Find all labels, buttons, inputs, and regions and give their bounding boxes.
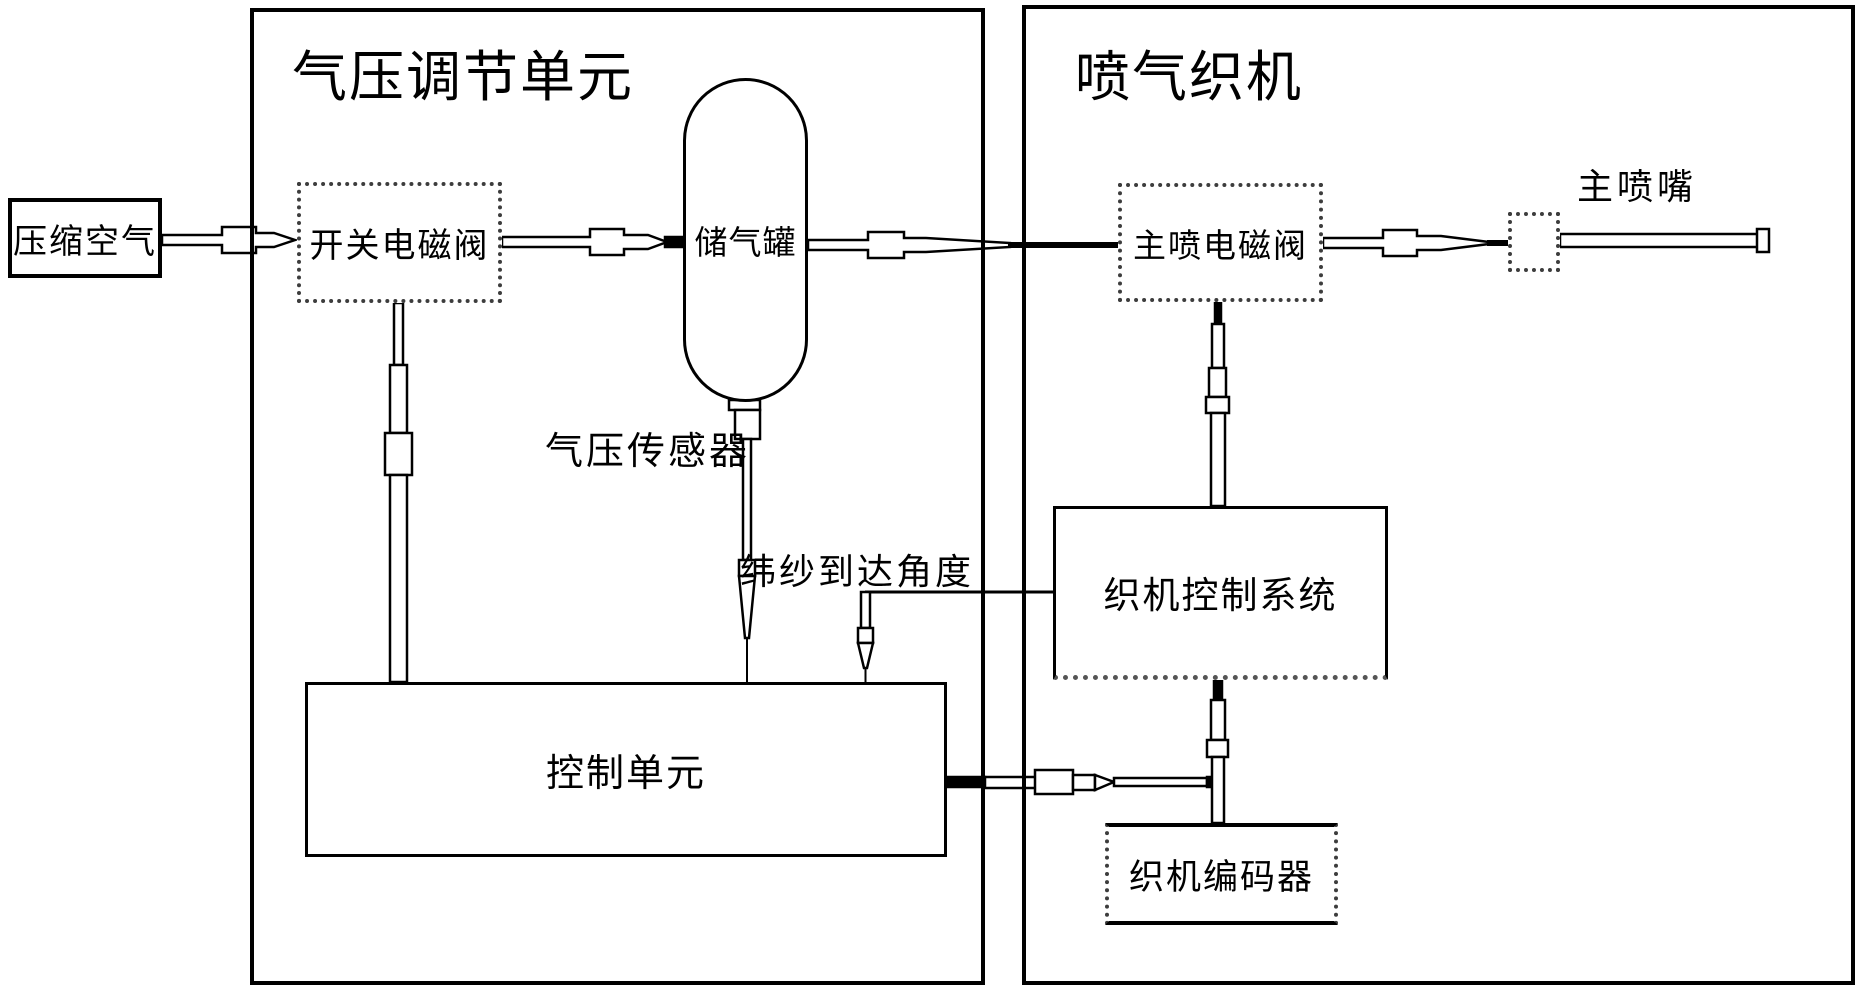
loom-control-system-label: 织机控制系统	[1103, 576, 1338, 617]
air-tank-label: 储气罐	[694, 226, 797, 262]
pressure-sensor-label: 气压传感器	[545, 431, 751, 473]
loom-encoder-box: 织机编码器	[1105, 823, 1338, 925]
flow-arrow-air-to-switch-valve	[160, 225, 299, 255]
control-unit-box: 控制单元	[305, 682, 947, 857]
compressed-air-box: 压缩空气	[8, 198, 162, 278]
loom-control-system-box: 织机控制系统	[1053, 506, 1388, 680]
pressure-regulation-unit-title: 气压调节单元	[292, 47, 635, 108]
air-tank-capsule: 储气罐	[683, 78, 808, 402]
flow-arrow-valve-to-nozzle	[1321, 228, 1508, 258]
weft-angle-line	[856, 590, 1053, 682]
loom-encoder-label: 织机编码器	[1128, 857, 1314, 897]
main-jet-solenoid-valve-label: 主喷电磁阀	[1133, 228, 1308, 265]
control-unit-label: 控制单元	[545, 753, 706, 795]
switch-solenoid-valve-box: 开关电磁阀	[297, 182, 502, 303]
control-to-switch-valve-arrow	[383, 301, 414, 684]
air-jet-loom-title: 喷气织机	[1075, 47, 1304, 108]
main-jet-solenoid-valve-box: 主喷电磁阀	[1118, 183, 1323, 302]
loom-control-to-main-valve-arrow	[1204, 300, 1231, 508]
main-nozzle-label: 主喷嘴	[1577, 167, 1698, 207]
switch-solenoid-valve-label: 开关电磁阀	[309, 228, 490, 265]
flow-arrow-valve-to-tank	[500, 227, 685, 257]
weft-arrival-angle-label: 纬纱到达角度	[740, 552, 975, 592]
nozzle-pipe	[1558, 227, 1771, 254]
main-nozzle-body	[1508, 212, 1560, 272]
encoder-to-loom-control-arrow	[1205, 678, 1230, 825]
air-jet-loom-box	[1022, 5, 1855, 985]
pressure-sensor-arrow	[727, 398, 762, 682]
compressed-air-label: 压缩空气	[13, 223, 157, 261]
pressure-regulation-unit-box	[250, 8, 985, 985]
flow-arrow-tank-to-main-valve	[806, 230, 1118, 260]
